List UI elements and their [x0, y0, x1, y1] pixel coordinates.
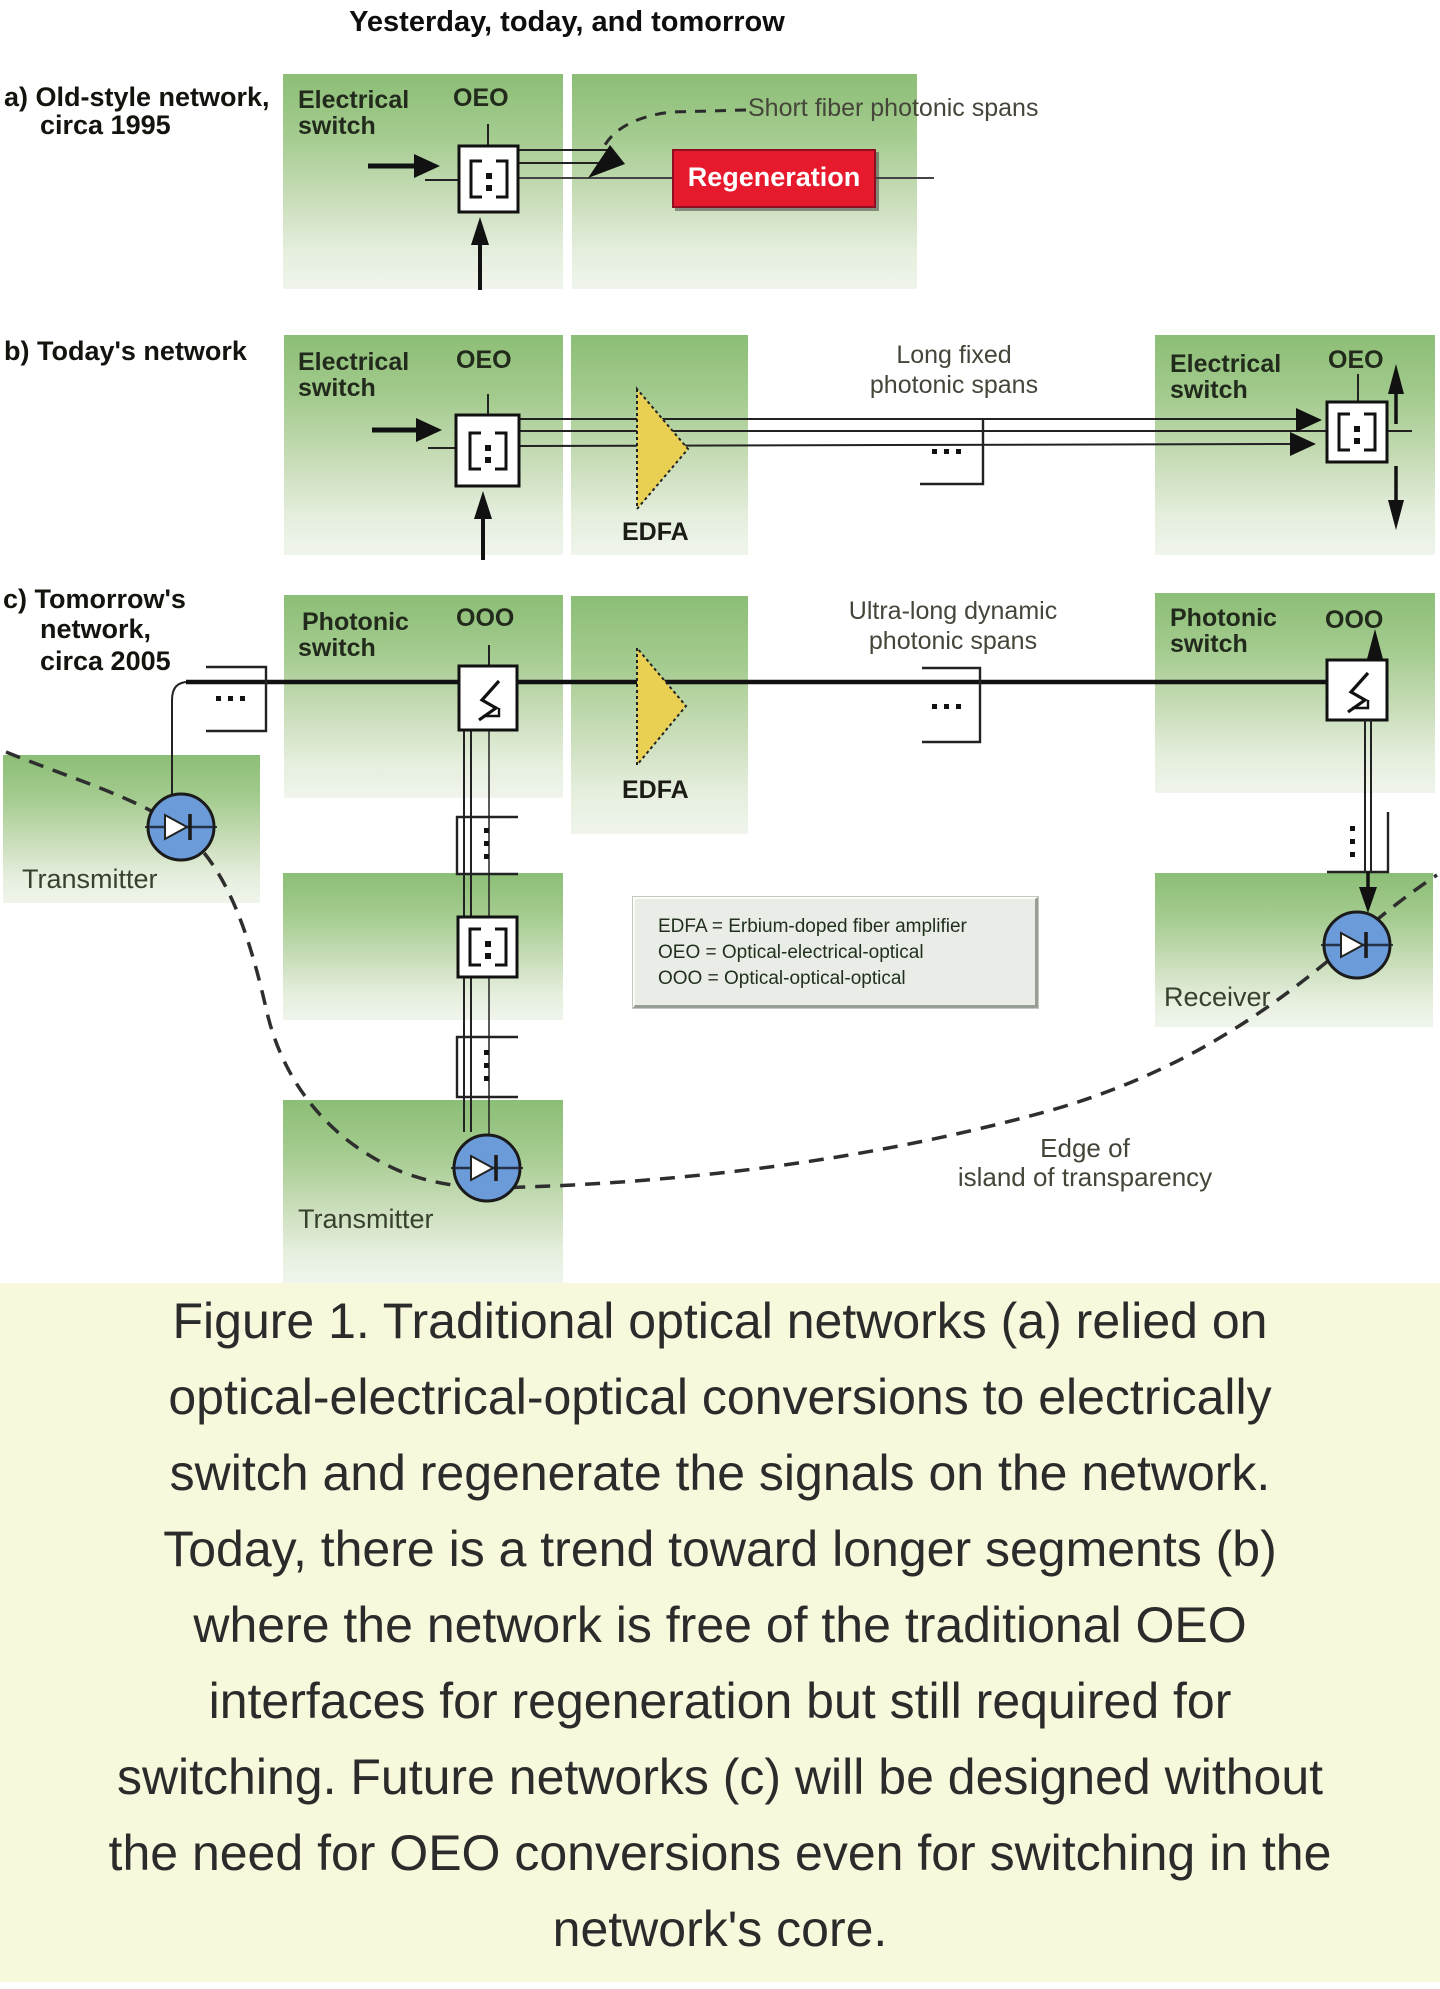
b-input-arrow [372, 418, 442, 442]
b-edfa-amplifier [636, 386, 690, 512]
b-drop-arrow-down [1388, 466, 1404, 530]
receiver-device [1319, 910, 1395, 980]
legend-line-ooo: OOO = Optical-optical-optical [658, 968, 906, 989]
b-right-oeo-label: OEO [1328, 346, 1384, 374]
c-span-break-right [1327, 812, 1390, 874]
a-electrical-label-2: switch [298, 112, 376, 140]
transmitter-bottom-label: Transmitter [298, 1204, 434, 1234]
c-right-photonic-2: switch [1170, 630, 1248, 658]
bottom-margin-strip [0, 1982, 1440, 1989]
c-left-photonic-1: Photonic [302, 608, 409, 636]
caption-line: where the network is free of the traditi… [193, 1597, 1247, 1653]
section-a-label-1: a) Old-style network, [4, 82, 270, 112]
caption-line: optical-electrical-optical conversions t… [168, 1369, 1272, 1425]
b-right-electrical-1: Electrical [1170, 350, 1282, 378]
b-fiber-line3 [518, 443, 1291, 447]
c-right-photonic-1: Photonic [1170, 604, 1277, 632]
b-left-electrical-1: Electrical [298, 348, 410, 376]
c-left-photonic-2: switch [298, 634, 376, 662]
panel-transmitter-bottom [283, 1100, 563, 1283]
caption-line: network's core. [552, 1901, 888, 1957]
a-junction-arrowhead [588, 145, 625, 178]
b-span-note-1: Long fixed [896, 341, 1012, 369]
c-span-note: Ultra-long dynamic photonic spans [828, 596, 1078, 656]
a-input-arrow [368, 154, 440, 178]
receiver-label: Receiver [1164, 982, 1271, 1012]
section-a-label-2: circa 1995 [40, 110, 171, 140]
caption-line: the need for OEO conversions even for sw… [108, 1825, 1332, 1881]
figure-title: Yesterday, today, and tomorrow [349, 6, 785, 38]
b-edfa-label: EDFA [622, 518, 689, 546]
regeneration-box: Regeneration [672, 149, 876, 208]
b-arrowhead-right2 [1290, 432, 1316, 456]
legend-line-edfa: EDFA = Erbium-doped fiber amplifier [658, 916, 967, 937]
caption-line: Today, there is a trend toward longer se… [163, 1521, 1277, 1577]
b-span-note-2: photonic spans [869, 371, 1039, 399]
b-arrowhead-right1 [1296, 408, 1322, 432]
a-add-arrow-up [471, 217, 489, 290]
c-span-break-v1 [455, 815, 518, 876]
b-drop-arrow-up [1388, 364, 1404, 424]
transmitter-left-label: Transmitter [22, 864, 158, 894]
c-left-ooo-label: OOO [456, 604, 515, 632]
c-switch-box-right [1325, 658, 1389, 722]
b-left-oeo-label: OEO [456, 346, 512, 374]
legend-box: EDFA = Erbium-doped fiber amplifier OEO … [632, 896, 1039, 1009]
caption-line: switch and regenerate the signals on the… [169, 1445, 1271, 1501]
a-electrical-label-1: Electrical [298, 86, 410, 114]
caption-line: switching. Future networks (c) will be d… [116, 1749, 1324, 1805]
c-edfa-label: EDFA [622, 776, 689, 804]
a-oeo-label: OEO [453, 84, 509, 112]
caption-line: Figure 1. Traditional optical networks (… [172, 1293, 1268, 1349]
diagram-linework [5, 108, 1438, 1203]
legend-line-oeo: OEO = Optical-electrical-optical [658, 942, 924, 963]
c-receiver-arrow-down [1359, 872, 1377, 913]
c-span-break-v2 [455, 1035, 518, 1099]
edge-note-1: Edge of [1040, 1133, 1130, 1163]
figure-caption: Figure 1. Traditional optical networks (… [0, 1283, 1440, 1989]
c-right-ooo-label: OOO [1325, 606, 1384, 634]
section-c-label-2: network, [40, 614, 152, 644]
b-switch-box-left [454, 413, 521, 488]
caption-line: interfaces for regeneration but still re… [208, 1673, 1232, 1729]
c-switch-box-left [457, 664, 519, 732]
a-span-note: Short fiber photonic spans [748, 94, 1039, 122]
panel-transmitter-left [3, 755, 260, 903]
section-c-label-3: circa 2005 [40, 646, 171, 676]
b-left-electrical-2: switch [298, 374, 376, 402]
c-span-note-1: Ultra-long dynamic [848, 597, 1058, 625]
a-span-callout-arc [600, 108, 747, 151]
transmitter-left-device [143, 792, 219, 862]
edge-note: Edge of island of transparency [930, 1134, 1240, 1192]
b-right-electrical-2: switch [1170, 376, 1248, 404]
b-span-break-marker [920, 419, 985, 486]
section-c-label-1: c) Tomorrow's [3, 584, 186, 614]
transmitter-bottom-device [449, 1133, 525, 1203]
c-span-note-2: photonic spans [868, 627, 1038, 655]
b-span-note: Long fixed photonic spans [854, 340, 1054, 400]
c-span-break-left [206, 665, 268, 733]
b-add-arrow-up [474, 491, 492, 560]
section-b-label: b) Today's network [4, 336, 247, 366]
c-transmitter-riser [171, 681, 189, 795]
c-edfa-amplifier [636, 645, 688, 768]
edge-note-2: island of transparency [957, 1162, 1213, 1192]
c-span-break-mid [922, 666, 982, 744]
